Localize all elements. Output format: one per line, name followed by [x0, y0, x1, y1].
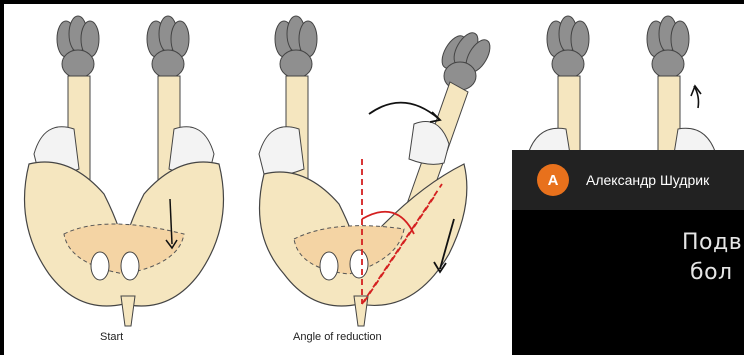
right-paw-icon	[647, 16, 689, 78]
subtitle-line-2: бол	[690, 260, 733, 285]
participant-bar: A Александр Шудрик	[512, 150, 744, 210]
user-avatar: A	[537, 164, 569, 196]
left-paw-icon	[57, 16, 99, 78]
left-paw-icon	[547, 16, 589, 78]
video-call-tile[interactable]: A Александр Шудрик Подв бол	[512, 150, 744, 355]
left-paw-icon	[275, 16, 317, 78]
pelvis-illustration-third	[516, 4, 744, 154]
participant-name: Александр Шудрик	[586, 172, 709, 188]
subtitle-line-1: Подв	[682, 230, 742, 255]
caption-angle-of-reduction: Angle of reduction	[293, 331, 382, 343]
right-paw-icon	[147, 16, 189, 78]
caption-start: Start	[100, 331, 123, 343]
pelvis-illustration-reduction	[254, 4, 516, 355]
right-paw-icon	[437, 29, 495, 90]
pelvis-illustration-start	[4, 4, 254, 355]
avatar-letter: A	[548, 172, 559, 189]
